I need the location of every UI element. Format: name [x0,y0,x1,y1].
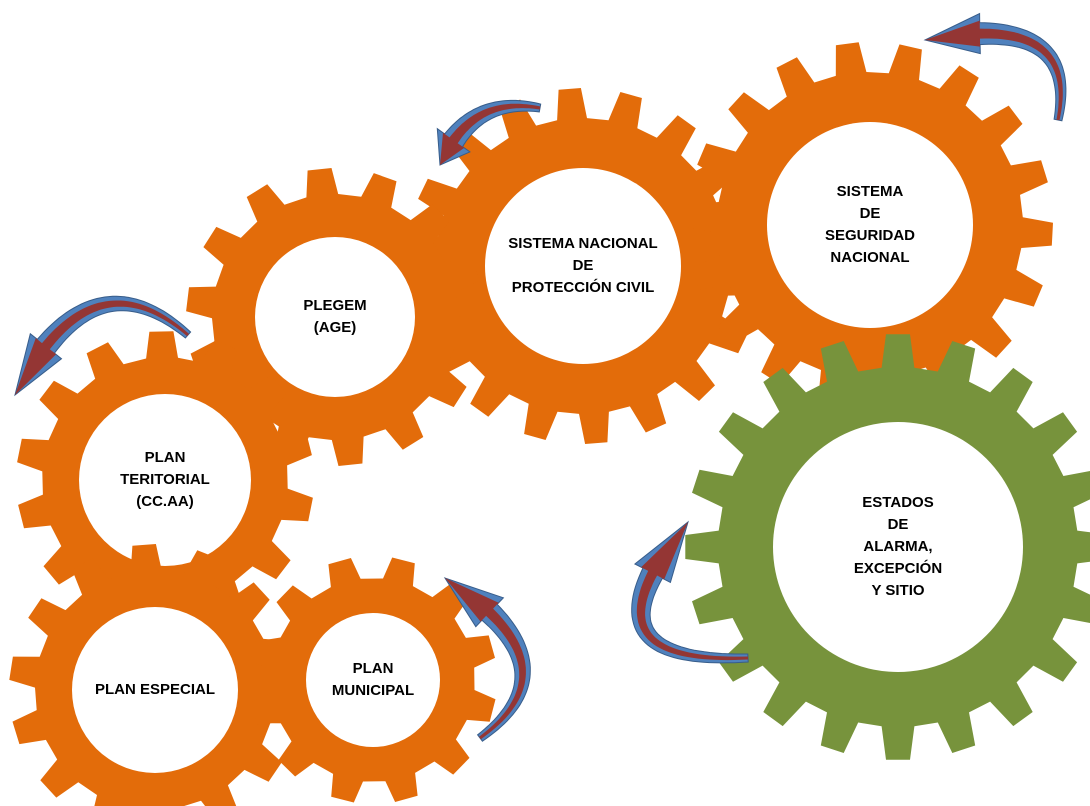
label-line: ESTADOS [862,494,934,511]
right-green-arrow-icon [631,520,749,664]
gear-center [306,613,440,747]
gear-plan-municipal [250,557,496,803]
arrow-inner-core [15,300,189,395]
label-line: TERITORIAL [120,471,210,488]
gear-plan-teritorial-label: PLAN TERITORIAL (CC.AA) [100,440,230,520]
gear-center [773,422,1023,672]
label-line: PLAN ESPECIAL [94,681,215,698]
label-line: (CC.AA) [136,493,194,510]
label-line: DE [887,516,909,533]
bottom-center-arrow-icon [443,577,531,742]
label-line: MUNICIPAL [331,682,415,699]
label-line: SISTEMA NACIONAL [508,235,658,252]
arrow-outer-band [14,295,192,397]
label-line: ALARMA, [863,538,933,555]
gear-sistema-nacional-proteccion-civil-label: SISTEMA NACIONAL DE PROTECCIÓN CIVIL [473,216,693,316]
label-line: DE [572,257,594,274]
gear-center [485,168,681,364]
gear-center [79,394,251,566]
label-line: EXCEPCIÓN [853,560,943,577]
label-line: Y SITIO [871,582,925,599]
label-line: PLEGEM [303,297,367,314]
gear-plan-teritorial [17,331,313,629]
gear-estados-alarma [685,334,1090,760]
gear-sistema-nacional-proteccion-civil [405,88,761,444]
label-line: PLAN [144,449,186,466]
label-line: PLAN [352,660,394,677]
gear-estados-alarma-label: ESTADOS DE ALARMA, EXCEPCIÓN Y SITIO [823,487,973,607]
arrow-inner-core [445,578,526,740]
gear-sistema-seguridad-nacional-label: SISTEMA DE SEGURIDAD NACIONAL [795,170,945,280]
left-arrow-icon [14,295,192,397]
gear-sistema-seguridad-nacional [687,42,1053,408]
top-center-arrow-icon [436,99,542,166]
label-line: (AGE) [313,319,357,336]
label-line: DE [859,205,881,222]
gear-center [767,122,973,328]
gear-center [255,237,415,397]
label-line: NACIONAL [830,249,910,266]
arrow-inner-core [440,103,541,165]
gear-plegem-label: PLEGEM (AGE) [275,287,395,347]
top-right-arrow-icon [923,12,1067,122]
gear-center [72,607,238,773]
label-line: SISTEMA [836,183,904,200]
gear-plan-municipal-label: PLAN MUNICIPAL [318,655,428,705]
label-line: PROTECCIÓN CIVIL [511,279,655,296]
arrow-outer-band [436,99,542,166]
arrow-outer-band [443,577,531,742]
arrow-inner-core [636,522,749,661]
label-line: SEGURIDAD [824,227,915,244]
gear-plan-especial-label: PLAN ESPECIAL [75,675,235,705]
gear-plan-especial [9,544,301,806]
